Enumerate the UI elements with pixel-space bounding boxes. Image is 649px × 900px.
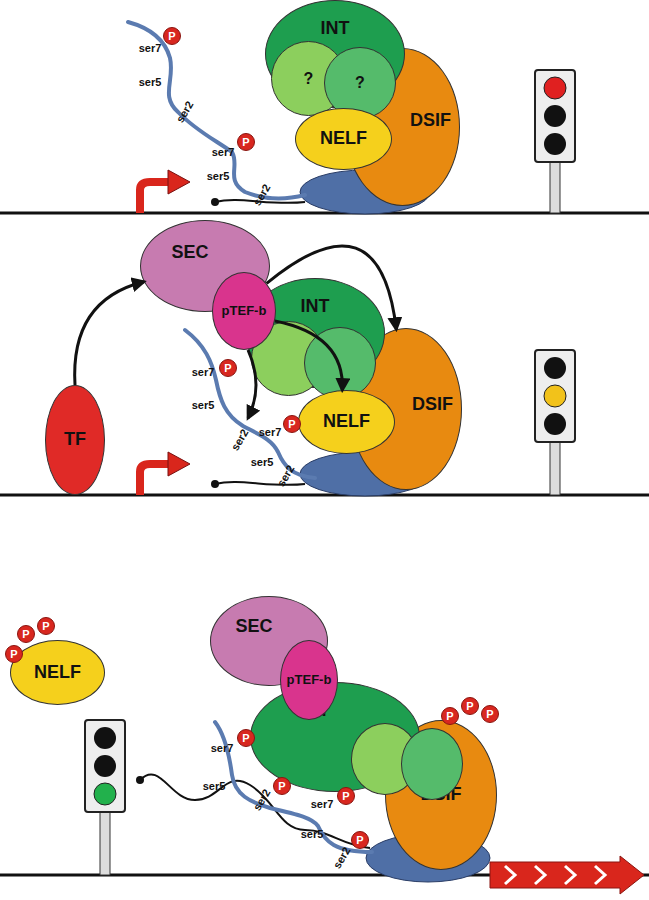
residue-label: ser2 xyxy=(175,99,196,124)
traffic-pole xyxy=(100,812,110,875)
activation-arrow xyxy=(75,282,144,385)
phospho-mark: P xyxy=(219,359,237,377)
phospho-mark: P xyxy=(441,707,459,725)
phospho-mark: P xyxy=(17,625,35,643)
residue-label: ser5 xyxy=(192,400,215,411)
residue-label: ser7 xyxy=(211,743,234,754)
light-off xyxy=(94,727,116,749)
subunit xyxy=(304,327,376,399)
protein-complex: pTEF-b xyxy=(280,640,338,720)
elongation-arrow xyxy=(490,856,644,894)
complex-name: pTEF-b xyxy=(222,304,267,318)
phospho-mark: P xyxy=(351,831,369,849)
traffic-light xyxy=(535,70,575,162)
light-off xyxy=(544,133,566,155)
protein-complex: INT?? xyxy=(265,0,405,108)
light-off xyxy=(544,357,566,379)
promoter-arrowhead xyxy=(168,170,190,194)
protein-complex: pTEF-b xyxy=(212,272,276,350)
complex-name: DSIF xyxy=(412,395,453,415)
phospho-mark: P xyxy=(273,777,291,795)
protein-complex: INT xyxy=(250,682,420,792)
residue-label: ser5 xyxy=(139,77,162,88)
protein-complex: NELF xyxy=(295,108,392,170)
chevrons xyxy=(505,866,605,884)
residue-label: ser5 xyxy=(301,829,324,840)
light-green xyxy=(94,783,116,805)
phospho-mark: P xyxy=(5,645,23,663)
complex-name: pTEF-b xyxy=(287,673,332,687)
rna-cap xyxy=(136,776,144,784)
residue-label: ser2 xyxy=(332,845,353,870)
residue-label: ser5 xyxy=(207,171,230,182)
complex-name: DSIF xyxy=(410,111,451,131)
traffic-pole xyxy=(550,162,560,213)
light-off xyxy=(544,105,566,127)
rna-cap xyxy=(211,198,219,206)
promoter-arrow xyxy=(140,182,170,213)
complex-name: INT xyxy=(301,297,330,317)
traffic-pole xyxy=(550,442,560,495)
protein-complex: NELF xyxy=(10,640,105,705)
complex-name: SEC xyxy=(235,617,272,637)
rna xyxy=(215,482,305,485)
complex-name: NELF xyxy=(320,129,367,149)
traffic-light xyxy=(535,350,575,442)
light-off xyxy=(544,413,566,435)
light-yellow xyxy=(544,385,566,407)
residue-label: ser5 xyxy=(203,781,226,792)
protein-complex: NELF xyxy=(298,390,395,454)
complex-name: NELF xyxy=(34,663,81,683)
complex-name: NELF xyxy=(323,412,370,432)
phospho-mark: P xyxy=(481,705,499,723)
phospho-mark: P xyxy=(461,697,479,715)
residue-label: ser2 xyxy=(252,182,273,207)
phospho-mark: P xyxy=(283,415,301,433)
light-off xyxy=(94,755,116,777)
complex-name: SEC xyxy=(171,243,208,263)
residue-label: ser7 xyxy=(259,427,282,438)
phospho-mark: P xyxy=(337,787,355,805)
light-red xyxy=(544,77,566,99)
promoter-arrow xyxy=(140,464,170,495)
complex-name: INT xyxy=(321,19,350,39)
phospho-mark: P xyxy=(237,729,255,747)
protein-complex: TF xyxy=(45,385,105,495)
subunit xyxy=(401,728,463,800)
promoter-arrowhead xyxy=(168,452,190,476)
phospho-mark: P xyxy=(37,617,55,635)
phospho-mark: P xyxy=(163,27,181,45)
residue-label: ser7 xyxy=(139,43,162,54)
residue-label: ser5 xyxy=(251,457,274,468)
rna-cap xyxy=(211,480,219,488)
complex-name: TF xyxy=(64,430,86,450)
phospho-mark: P xyxy=(237,133,255,151)
complex-name: ? xyxy=(355,74,365,92)
complex-name: ? xyxy=(304,70,314,88)
residue-label: ser7 xyxy=(212,147,235,158)
residue-label: ser7 xyxy=(311,799,334,810)
residue-label: ser7 xyxy=(192,367,215,378)
traffic-light xyxy=(85,720,125,812)
residue-label: ser2 xyxy=(230,427,251,452)
